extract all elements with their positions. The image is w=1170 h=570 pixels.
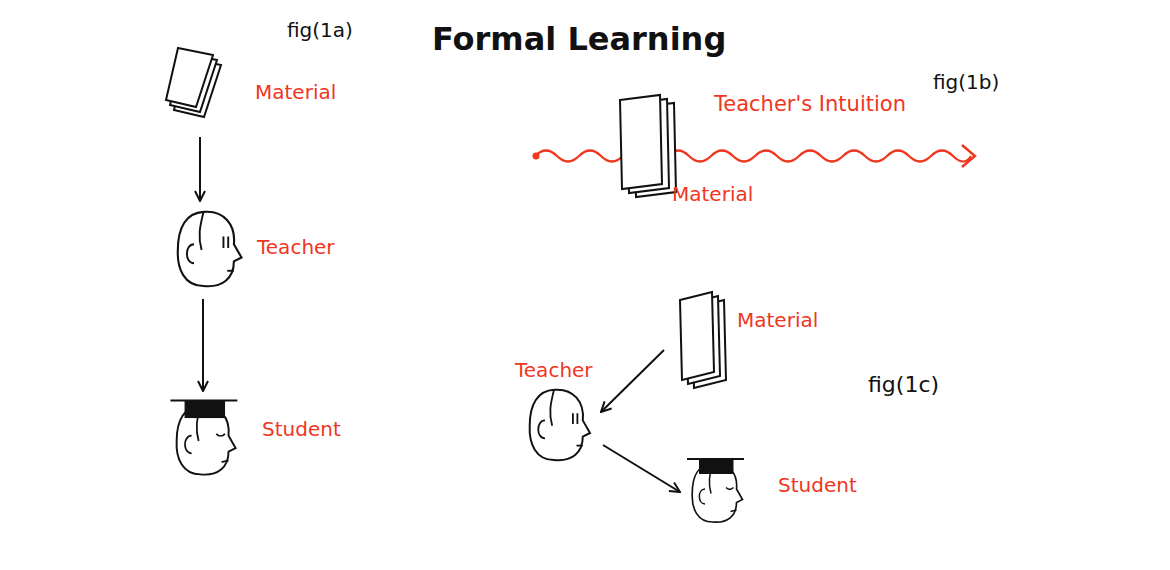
- node-label: Teacher: [257, 235, 335, 259]
- flow-arrow: [202, 299, 204, 391]
- intuition-wave: [533, 145, 976, 167]
- flow-arrow: [603, 445, 680, 492]
- student-head: [170, 400, 237, 474]
- icon-node: Material: [612, 92, 758, 210]
- paper-stack: [620, 95, 676, 197]
- flow-arrow: [601, 350, 664, 412]
- node-label: Material: [255, 80, 336, 104]
- icon-node: Student: [170, 395, 345, 481]
- node-label: Student: [262, 417, 341, 441]
- figure-tag: fig(1b): [933, 70, 999, 94]
- icon-node: Student: [684, 455, 861, 527]
- flow-label: Teacher's Intuition: [714, 92, 906, 117]
- diagram-title: Formal Learning: [432, 20, 726, 58]
- node-label: Material: [672, 182, 753, 206]
- node-label: Student: [778, 473, 857, 497]
- teacher-head: [530, 390, 590, 461]
- icon-node: Teacher: [512, 358, 597, 468]
- figure-tag: fig(1a): [287, 18, 353, 42]
- paper-stack: [680, 292, 726, 388]
- figure-tag: fig(1c): [868, 372, 939, 398]
- icon-node: Material: [670, 288, 823, 392]
- icon-node: Teacher: [172, 205, 339, 293]
- node-label: Teacher: [515, 358, 593, 382]
- teacher-head: [178, 212, 242, 287]
- node-label: Material: [737, 308, 818, 332]
- flow-arrow: [199, 137, 201, 201]
- icon-node: Material: [160, 45, 341, 131]
- student-head: [687, 459, 744, 522]
- paper-stack: [166, 48, 221, 117]
